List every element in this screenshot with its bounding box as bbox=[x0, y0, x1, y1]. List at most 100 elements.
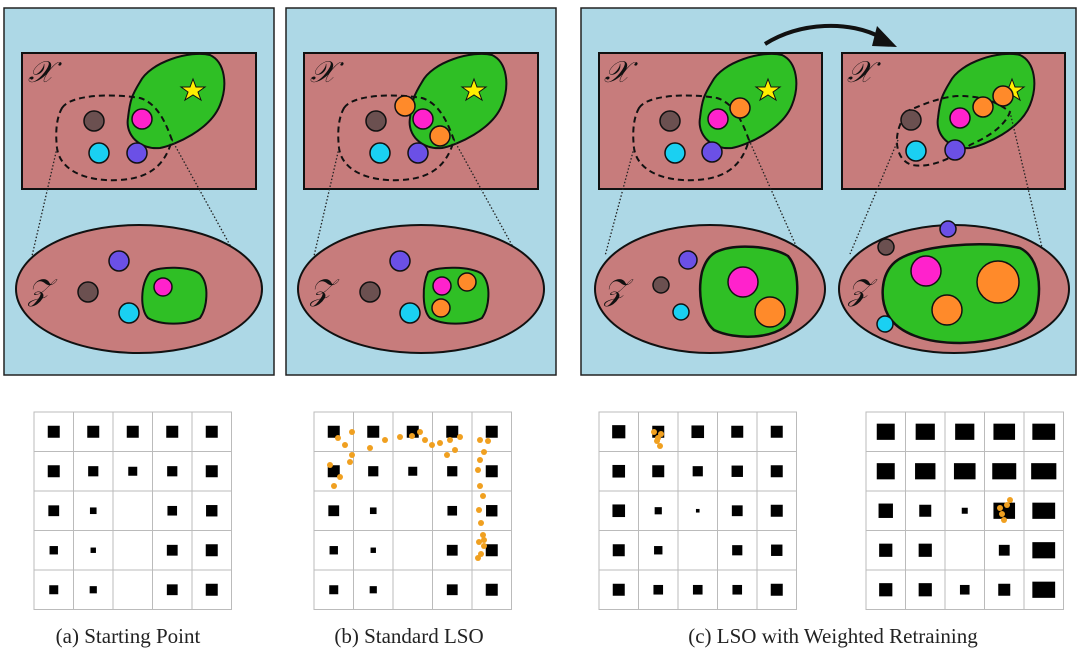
sample-grids bbox=[33, 411, 1064, 610]
point-magenta bbox=[707, 108, 729, 130]
point-cyan bbox=[664, 142, 686, 164]
trajectory-point bbox=[335, 435, 341, 441]
point-orange bbox=[729, 97, 751, 119]
trajectory-point bbox=[477, 483, 483, 489]
trajectory-point bbox=[658, 431, 664, 437]
trajectory-point bbox=[480, 532, 486, 538]
sample-shape bbox=[369, 507, 377, 515]
sample-shape bbox=[915, 463, 936, 480]
sample-shape bbox=[1032, 502, 1056, 519]
trajectory-point bbox=[1001, 517, 1007, 523]
sample-shape bbox=[612, 544, 625, 557]
sample-shape bbox=[770, 425, 783, 438]
sample-shape bbox=[167, 466, 178, 477]
sample-shape bbox=[329, 546, 338, 555]
sample-shape bbox=[368, 466, 379, 477]
sample-shape bbox=[612, 425, 626, 439]
point-brown bbox=[900, 109, 922, 131]
point-cyan bbox=[905, 140, 927, 162]
sample-shape bbox=[998, 583, 1011, 596]
sample-shape bbox=[695, 508, 700, 513]
trajectory-point bbox=[657, 443, 663, 449]
sample-shape bbox=[998, 544, 1010, 556]
sample-shape bbox=[485, 425, 498, 438]
sample-shape bbox=[919, 504, 932, 517]
trajectory-point bbox=[481, 537, 487, 543]
point-orange bbox=[429, 125, 451, 147]
point-orange bbox=[394, 95, 416, 117]
sample-shape bbox=[879, 543, 893, 557]
sample-shape bbox=[1032, 423, 1056, 440]
sample-shape bbox=[955, 423, 975, 440]
sample-shape bbox=[959, 584, 970, 595]
sample-shape bbox=[879, 583, 893, 597]
sample-shape bbox=[993, 423, 1016, 440]
latent-point-purple bbox=[389, 250, 411, 272]
point-magenta bbox=[131, 108, 153, 130]
panel-a-good-region bbox=[126, 52, 226, 150]
trajectory-point bbox=[327, 462, 333, 468]
trajectory-point bbox=[331, 483, 337, 489]
sample-shape bbox=[89, 507, 97, 515]
sample-shape bbox=[918, 543, 932, 557]
optimization-trajectory-b bbox=[327, 429, 491, 561]
sample-shape bbox=[486, 505, 498, 517]
grid-frame bbox=[33, 411, 232, 610]
trajectory-point bbox=[999, 511, 1005, 517]
sample-shape bbox=[447, 466, 458, 477]
latent-point-purple bbox=[108, 250, 130, 272]
trajectory-point bbox=[475, 467, 481, 473]
panel-a-latent-good-region bbox=[141, 266, 208, 325]
sample-shape bbox=[446, 584, 458, 596]
latent-point-magenta bbox=[910, 255, 942, 287]
sample-shape bbox=[692, 584, 703, 595]
point-magenta bbox=[949, 107, 971, 129]
trajectory-point bbox=[397, 434, 403, 440]
trajectory-point bbox=[337, 474, 343, 480]
sample-shape bbox=[327, 425, 340, 438]
sample-shape bbox=[166, 584, 178, 596]
panel-a-z-space bbox=[15, 224, 263, 354]
sample-shape bbox=[771, 544, 783, 556]
trajectory-point bbox=[1004, 502, 1010, 508]
trajectory-point bbox=[422, 437, 428, 443]
sample-shape bbox=[327, 465, 340, 478]
latent-point-purple bbox=[939, 220, 957, 238]
star-icon bbox=[460, 77, 488, 102]
sample-shape bbox=[205, 425, 218, 438]
sample-shape bbox=[770, 465, 783, 478]
trajectory-point bbox=[437, 440, 443, 446]
trajectory-point bbox=[457, 434, 463, 440]
latent-point-brown bbox=[359, 281, 381, 303]
panel-b-z-space bbox=[297, 224, 545, 354]
latent-point-orange bbox=[431, 298, 451, 318]
latent-point-orange bbox=[976, 260, 1020, 304]
trajectory-point bbox=[349, 452, 355, 458]
point-purple bbox=[701, 141, 723, 163]
sample-shape bbox=[876, 423, 895, 440]
trajectory-point bbox=[382, 437, 388, 443]
sample-grid-c2 bbox=[865, 411, 1064, 610]
sample-shape bbox=[652, 465, 665, 478]
trajectory-point bbox=[481, 449, 487, 455]
sample-shape bbox=[167, 505, 178, 516]
sample-shape bbox=[692, 466, 703, 477]
caption-b: (b) Standard LSO bbox=[334, 624, 484, 648]
trajectory-point bbox=[417, 429, 423, 435]
point-cyan bbox=[369, 142, 391, 164]
sample-shape bbox=[90, 547, 96, 553]
trajectory-point bbox=[485, 438, 491, 444]
trajectory-point bbox=[367, 445, 373, 451]
panel-a-zoom-line-right bbox=[171, 139, 237, 257]
latent-point-cyan bbox=[118, 302, 140, 324]
sample-shape bbox=[206, 505, 218, 517]
sample-shape bbox=[370, 547, 376, 553]
sample-shape bbox=[446, 544, 458, 556]
sample-shape bbox=[166, 544, 178, 556]
sample-shape bbox=[732, 584, 743, 595]
panel-c1-zoom-line-right bbox=[748, 139, 798, 249]
point-purple bbox=[407, 142, 429, 164]
caption-a: (a) Starting Point bbox=[55, 624, 201, 648]
star-icon bbox=[754, 77, 782, 102]
latent-point-brown bbox=[77, 281, 99, 303]
